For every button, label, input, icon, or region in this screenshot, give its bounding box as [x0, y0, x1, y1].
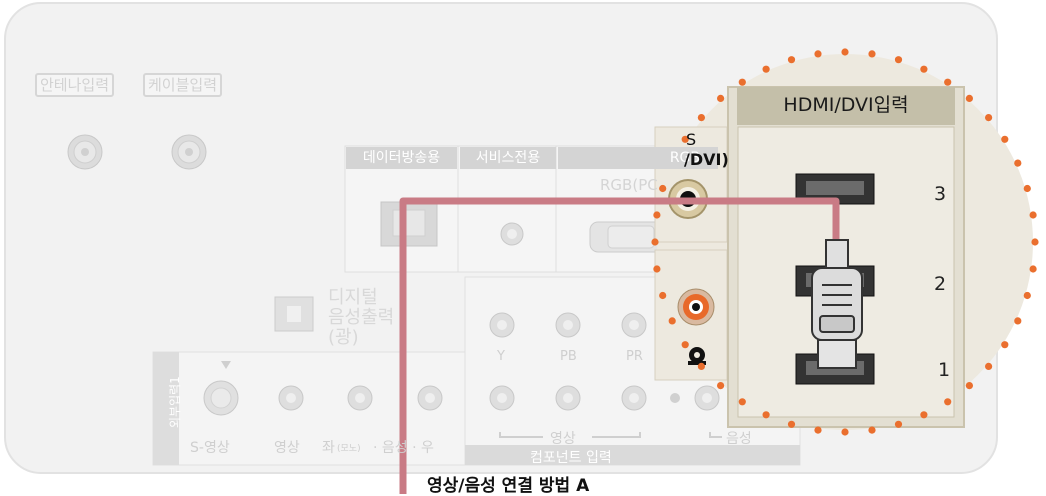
callout-dot	[697, 362, 706, 370]
callout-dot	[668, 317, 676, 325]
callout-dot	[920, 65, 928, 73]
callout-dot	[894, 56, 903, 64]
hdmi-dvi-input-title: HDMI/DVI입력	[737, 87, 955, 125]
component-jack-icon	[621, 312, 647, 338]
external-input-1-label: 외부입력1	[168, 376, 182, 428]
caption: 영상/음성 연결 방법 A	[427, 476, 590, 496]
service-only-header: 서비스전용	[460, 147, 556, 169]
callout-dot	[1029, 211, 1037, 219]
callout-dot-ring	[651, 48, 1039, 436]
dvi-fragment-label: /DVI)	[684, 150, 729, 169]
audio-group-label: 음성	[726, 431, 752, 447]
callout-dot	[814, 426, 822, 434]
callout-dot	[717, 382, 725, 390]
callout-dot	[1023, 184, 1031, 193]
hdmi-1-label: 1	[938, 359, 951, 381]
callout-dot	[659, 291, 667, 300]
component-pb-label: PB	[560, 349, 577, 364]
digital-audio-line1: 디지털	[328, 287, 378, 308]
callout-dot	[659, 184, 667, 193]
callout-dot	[868, 426, 876, 434]
cable-connector-icon	[171, 134, 207, 170]
callout-dot	[681, 341, 689, 349]
callout-dot	[841, 428, 849, 436]
audio-left-label: 좌	[322, 440, 335, 456]
callout-dot	[762, 411, 770, 419]
callout-dot	[1029, 265, 1037, 273]
rgb-header: RGB	[558, 147, 718, 169]
antenna-connector-icon	[67, 134, 103, 170]
callout-dot	[738, 398, 746, 406]
digital-audio-line2: 음성출력	[328, 307, 395, 328]
component-jack-icon	[555, 385, 581, 411]
component-jack-icon	[489, 312, 515, 338]
callout-dot	[944, 398, 952, 406]
callout-dot	[965, 382, 974, 390]
headphone-symbol-icon	[688, 347, 706, 365]
optical-port-icon	[274, 296, 314, 332]
callout-dot	[787, 56, 796, 64]
rca-jack-icon	[347, 385, 373, 411]
callout-dot	[1014, 159, 1022, 167]
component-input-label: 컴포넌트 입력	[530, 450, 612, 466]
service-jack-icon	[500, 222, 524, 246]
callout-dot	[814, 50, 822, 58]
s-video-arrow-icon	[221, 361, 231, 369]
video-label: 영상	[274, 440, 300, 456]
hdmi-3-label: 3	[934, 183, 947, 205]
callout-dot	[985, 362, 993, 370]
cable-input-label: 케이블입력	[143, 73, 223, 97]
callout-dot	[894, 420, 903, 428]
s-video-jack-icon	[203, 380, 239, 416]
callout-dot	[651, 238, 659, 246]
digital-audio-line3: (광)	[328, 327, 359, 348]
callout-dot	[1014, 317, 1022, 325]
vga-port-icon	[589, 221, 671, 253]
audio-right-label: · 음성 · 우	[373, 440, 434, 456]
mono-label: (모노)	[337, 444, 361, 454]
antenna-input-label: 안테나입력	[35, 73, 115, 97]
audio-fragment-label: S	[686, 130, 697, 149]
component-pr-label: PR	[626, 349, 643, 364]
hdmi-2-label: 2	[934, 273, 947, 295]
callout-dot	[985, 114, 993, 122]
callout-dot	[653, 211, 661, 219]
hdmi-plug-icon	[811, 239, 863, 369]
component-jack-icon	[621, 385, 647, 411]
hdmi-cable	[399, 197, 840, 494]
callout-dot	[787, 420, 796, 428]
external-input-box	[152, 351, 466, 466]
callout-dot	[1023, 291, 1031, 300]
rgb-pc-label: RGB(PC	[600, 176, 658, 194]
s-video-label: S-영상	[190, 440, 230, 456]
callout-dot	[1001, 341, 1009, 349]
callout-dot	[841, 48, 849, 56]
callout-dot	[653, 265, 661, 273]
callout-dot	[738, 78, 746, 86]
lan-port-icon	[380, 201, 438, 247]
audio-output-jack-icon	[677, 288, 715, 326]
rca-jack-icon	[278, 385, 304, 411]
component-jack-icon	[555, 312, 581, 338]
component-y-label: Y	[497, 349, 505, 364]
component-jack-icon	[694, 385, 720, 411]
callout-dot	[681, 135, 689, 143]
callout-dot	[1031, 238, 1039, 246]
callout-dot	[944, 78, 952, 86]
video-group-label: 영상	[550, 431, 576, 447]
component-jack-icon	[489, 385, 515, 411]
callout-dot	[868, 50, 876, 58]
data-broadcast-header: 데이터방송용	[346, 147, 457, 169]
callout-dot	[717, 94, 725, 102]
rca-jack-icon	[417, 385, 443, 411]
callout-dot	[965, 94, 974, 102]
callout-dot	[1001, 135, 1009, 143]
callout-dot	[920, 411, 928, 419]
callout-dot	[697, 114, 706, 122]
callout-dot	[762, 65, 770, 73]
external-input-side	[153, 352, 179, 465]
